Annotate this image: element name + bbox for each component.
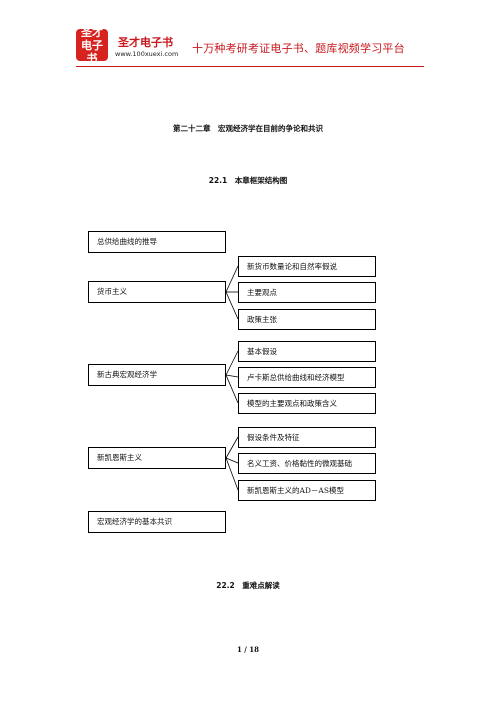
header-divider <box>76 66 424 67</box>
box-new-keynesian-child-1: 假设条件及特征 <box>238 427 376 448</box>
box-new-classical-child-2: 卢卡斯总供给曲线和经济模型 <box>238 367 376 388</box>
box-new-classical-child-1: 基本假设 <box>238 341 376 362</box>
page-number: 1 / 18 <box>236 645 260 654</box>
section-title-key-points: 22.2 重难点解读 <box>216 581 280 590</box>
header-slogan: 十万种考研考证电子书、题库视频学习平台 <box>192 42 405 55</box>
logo-line-1: 圣才 <box>81 25 103 39</box>
box-new-keynesian-child-2: 名义工资、价格黏性的微观基础 <box>238 453 376 474</box>
box-basic-consensus: 宏观经济学的基本共识 <box>88 511 226 533</box>
brand-name: 圣才电子书 <box>118 36 173 49</box>
site-url[interactable]: www.100xuexi.com <box>115 50 179 58</box>
box-new-classical-child-3: 模型的主要观点和政策含义 <box>238 393 376 414</box>
box-monetarism-child-3: 政策主张 <box>238 309 376 330</box>
box-monetarism-child-1: 新货币数量论和自然率假说 <box>238 256 376 277</box>
box-monetarism: 货币主义 <box>88 281 226 303</box>
section-title-framework: 22.1 本章框架结构图 <box>208 176 288 185</box>
box-monetarism-child-2: 主要观点 <box>238 282 376 303</box>
box-new-classical: 新古典宏观经济学 <box>88 364 226 386</box>
logo-line-2: 电子书 <box>81 38 103 65</box>
box-new-keynesian: 新凯恩斯主义 <box>88 447 226 469</box>
logo: 圣才 电子书 <box>76 25 108 65</box>
box-new-keynesian-child-3: 新凯恩斯主义的AD－AS模型 <box>238 480 376 501</box>
box-aggregate-supply-derivation: 总供给曲线的推导 <box>88 231 226 253</box>
chapter-title: 第二十二章 宏观经济学在目前的争论和共识 <box>173 124 323 133</box>
